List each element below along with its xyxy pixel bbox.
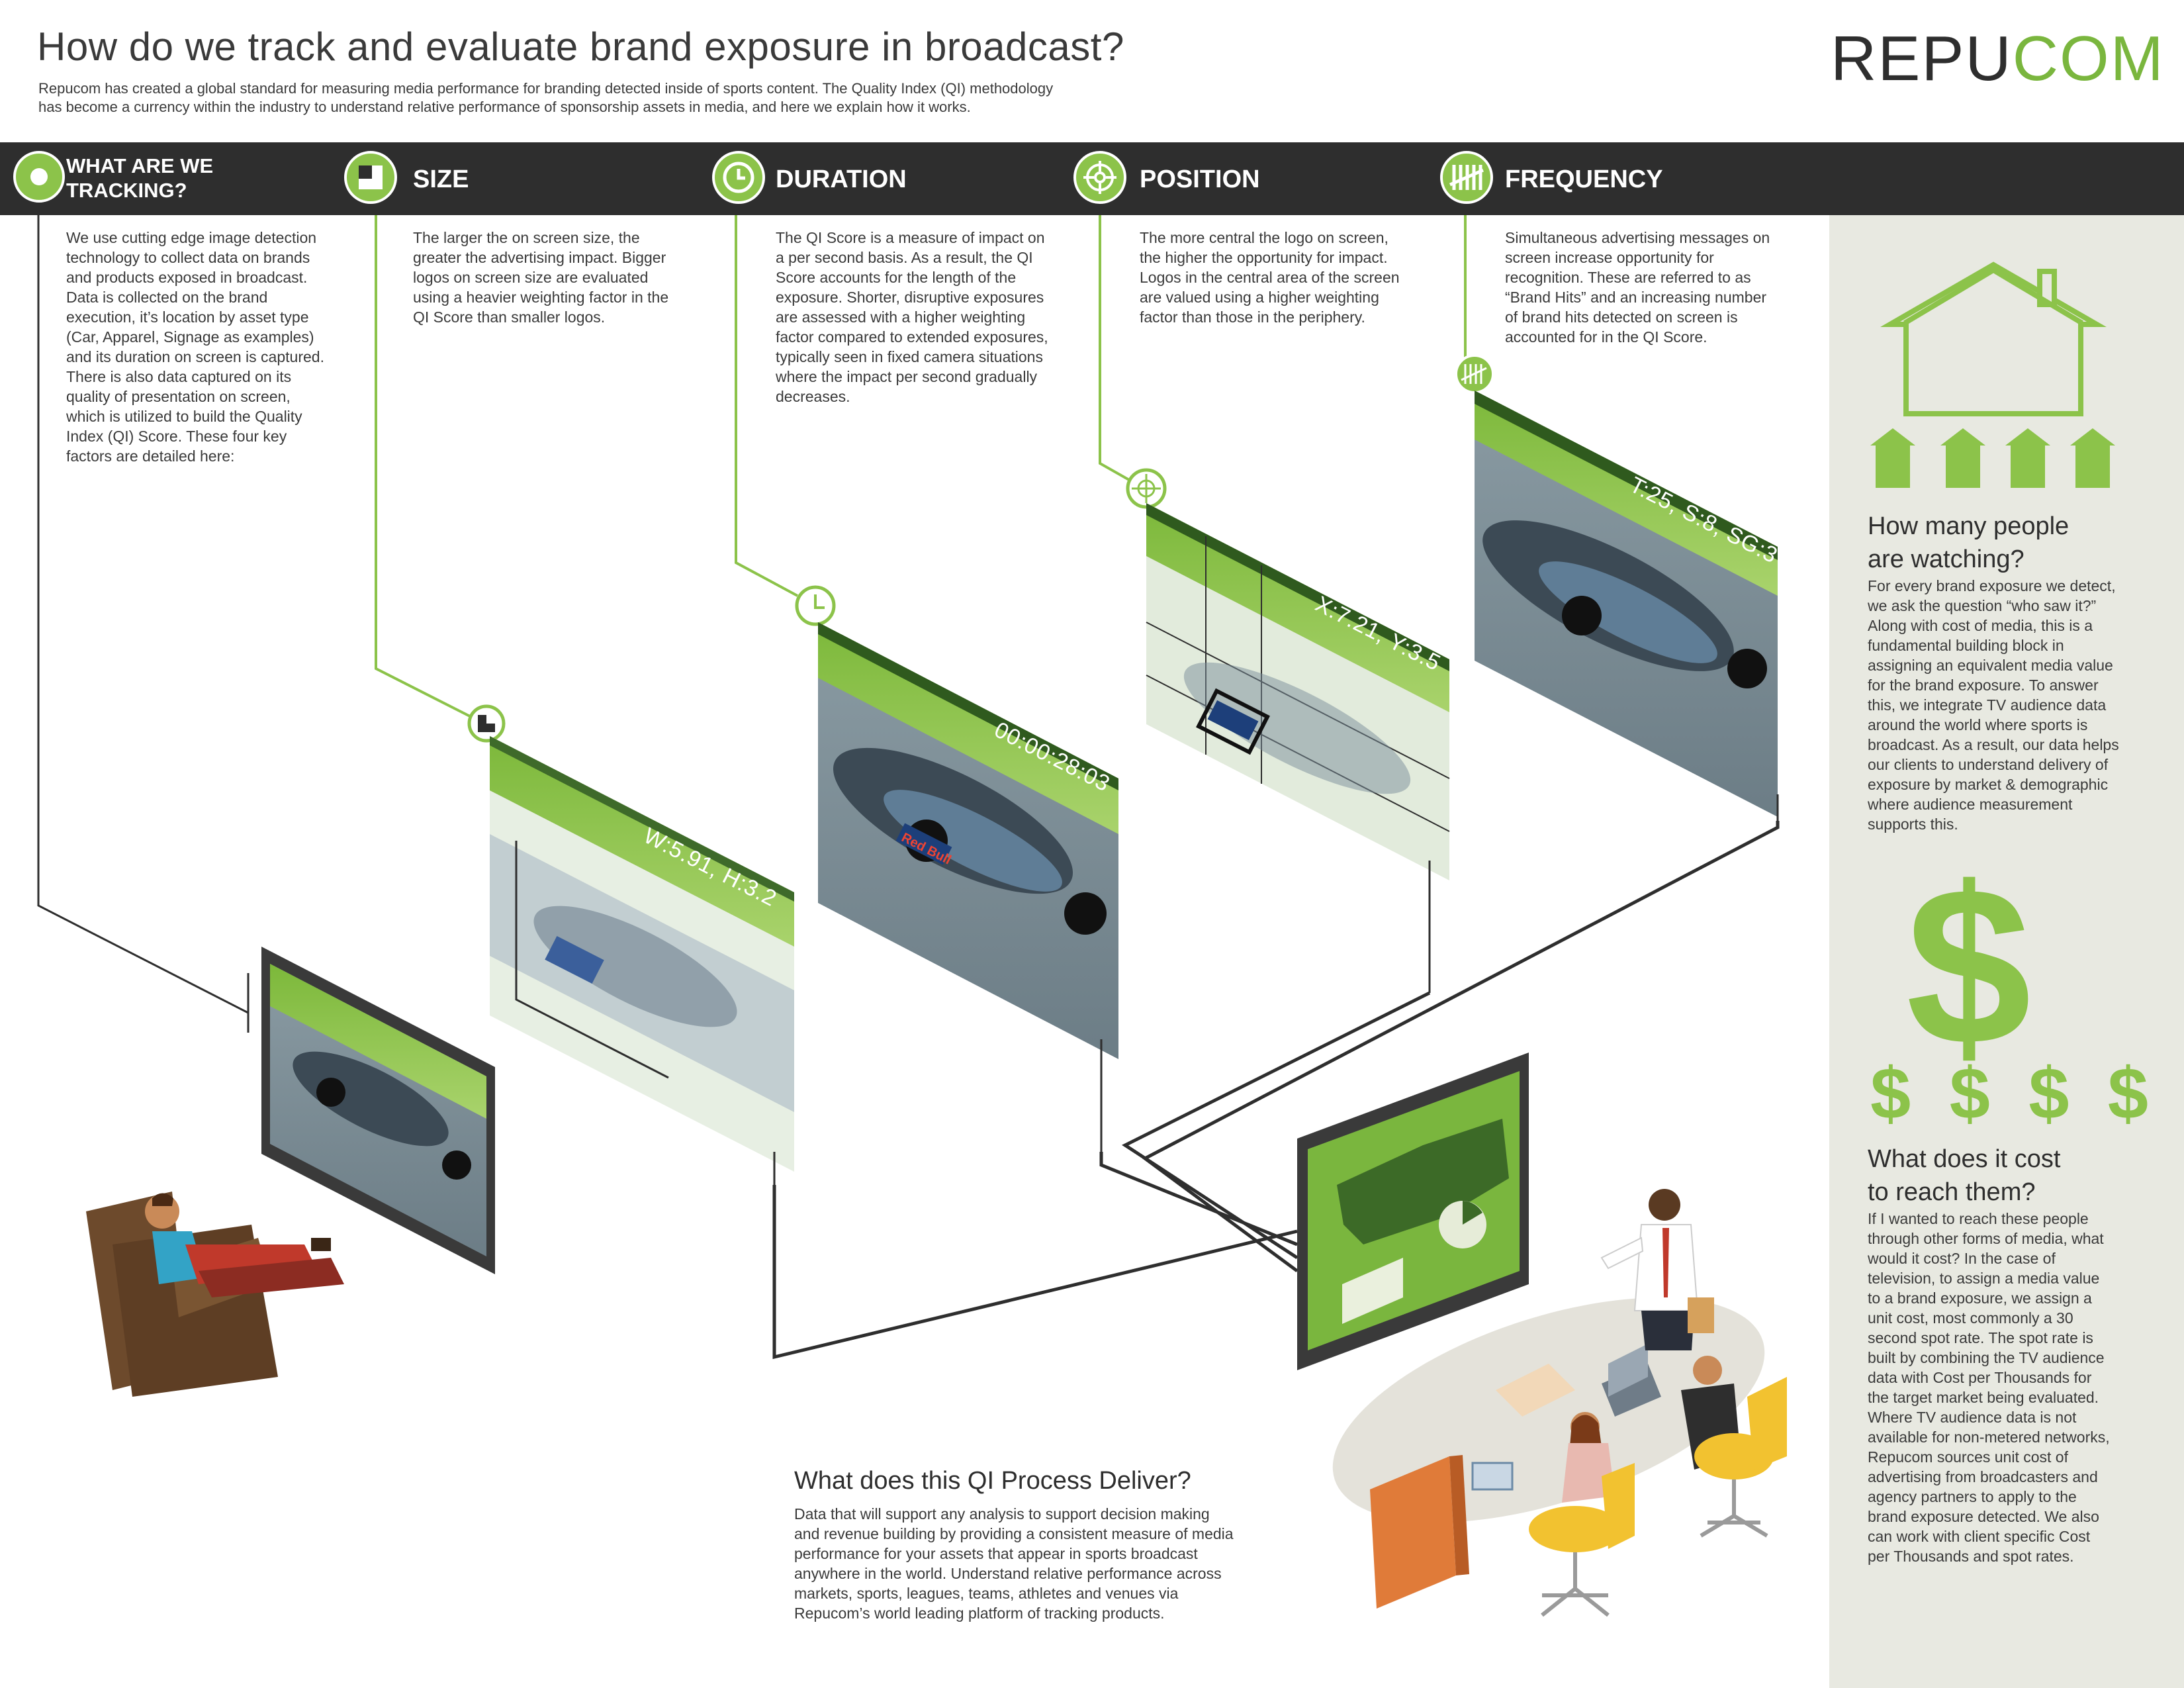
watching-text: For every brand exposure we detect,we as… bbox=[1868, 577, 2119, 833]
position-screen: X:7.21, Y:3.5 bbox=[1146, 503, 1450, 993]
tally-icon-small bbox=[1455, 354, 1494, 394]
tv-living-room bbox=[261, 947, 495, 1274]
subtitle-line: has become a currency within the industr… bbox=[38, 99, 971, 115]
clock-icon-small bbox=[795, 585, 836, 626]
dollar-icon: $ bbox=[1949, 1053, 1990, 1135]
house-icon bbox=[2070, 428, 2115, 488]
page-title: How do we track and evaluate brand expos… bbox=[37, 24, 1124, 69]
frequency-screen: T:25, S:8, SG:3 bbox=[1475, 391, 1782, 821]
crosshair-icon bbox=[1073, 151, 1126, 204]
presentation-screen bbox=[1297, 1053, 1529, 1370]
house-icon bbox=[1870, 428, 1915, 488]
house-icon bbox=[1940, 428, 1985, 488]
tally-icon bbox=[1440, 151, 1493, 204]
section-heading-size: SIZE bbox=[413, 165, 469, 193]
dollar-icon: $ bbox=[2107, 1053, 2148, 1135]
deliver-heading: What does this QI Process Deliver? bbox=[794, 1467, 1191, 1495]
process-illustration: W:5.91, H:3.2 Red Bull 00:00:28:03 X:7.2… bbox=[37, 215, 1787, 1617]
section-heading-position: POSITION bbox=[1140, 165, 1260, 193]
duration-screen: Red Bull 00:00:28:03 bbox=[818, 622, 1118, 1152]
clock-icon bbox=[712, 151, 765, 204]
repucom-logo: REPUCOM bbox=[1831, 23, 2165, 94]
page-subtitle: Repucom has created a global standard fo… bbox=[38, 79, 1203, 117]
size-icon bbox=[344, 151, 397, 204]
house-icon bbox=[2005, 428, 2050, 488]
position-text: The more central the logo on screen,the … bbox=[1140, 229, 1400, 326]
dollar-big-icon: $ bbox=[1906, 841, 2032, 1092]
size-screen: W:5.91, H:3.2 bbox=[490, 736, 794, 1185]
size-icon-small bbox=[467, 704, 506, 743]
house-outline-icon bbox=[1880, 261, 2107, 416]
deliver-text: Data that will support any analysis to s… bbox=[794, 1505, 1234, 1622]
houses-illustration bbox=[1870, 261, 2115, 488]
dollar-icon: $ bbox=[2028, 1053, 2070, 1135]
meeting-table-scene bbox=[1332, 1189, 1787, 1617]
viewer-in-armchair bbox=[86, 1192, 344, 1397]
dollar-icon: $ bbox=[1870, 1053, 1911, 1135]
subtitle-line: Repucom has created a global standard fo… bbox=[38, 80, 1054, 97]
crosshair-icon-small bbox=[1126, 468, 1167, 509]
dot-icon bbox=[13, 151, 65, 203]
section-heading-duration: DURATION bbox=[776, 165, 907, 193]
section-heading-frequency: FREQUENCY bbox=[1505, 165, 1663, 193]
dollar-row: $$$$ bbox=[1870, 1058, 2148, 1131]
